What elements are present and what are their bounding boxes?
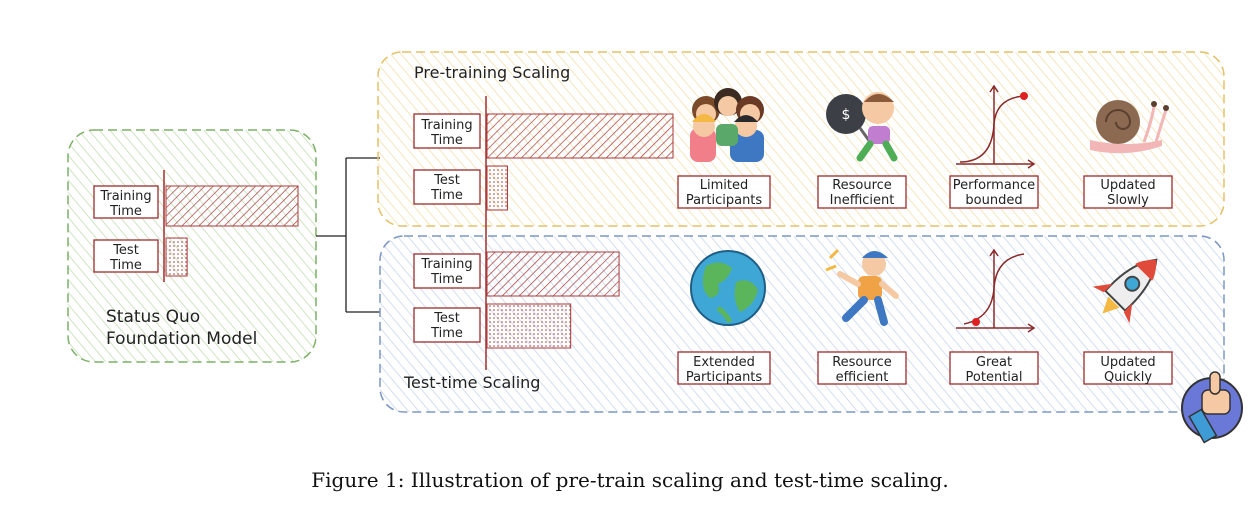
testtime-training-bar	[486, 251, 620, 297]
testtime-test-bar	[486, 303, 572, 349]
pretraining-feature-label: Performance bounded	[949, 175, 1039, 209]
label-line: Potential	[966, 370, 1023, 385]
label-line: Resource	[832, 178, 892, 193]
pretraining-title: Pre-training Scaling	[414, 63, 570, 82]
label-line: Quickly	[1104, 370, 1152, 385]
pretraining-training-label: Training Time	[413, 113, 481, 149]
status-quo-title-line1: Status Quo	[106, 307, 200, 327]
testtime-panel: Test-time Scaling Training Time Test Tim…	[379, 235, 1225, 413]
ball-and-chain-icon: $	[826, 92, 898, 162]
status-quo-panel: Training Time Test Time Status Quo Found…	[67, 129, 317, 363]
label-line: Participants	[686, 193, 763, 208]
label-line: Time	[109, 204, 142, 219]
testtime-feature-label: Extended Participants	[677, 351, 771, 385]
figure-caption: Figure 1: Illustration of pre-train scal…	[311, 468, 949, 492]
label-line: Test	[433, 173, 460, 188]
rising-curve-icon	[956, 248, 1036, 333]
label-line: Slowly	[1107, 193, 1149, 208]
status-quo-test-label: Test Time	[93, 239, 159, 273]
label-line: Updated	[1100, 178, 1155, 193]
pretraining-test-bar	[486, 165, 508, 211]
label-line: Time	[109, 258, 142, 273]
status-quo-test-bar	[165, 237, 188, 277]
label-line: Test	[112, 243, 139, 258]
label-line: Participants	[686, 370, 763, 385]
thumbs-up-icon	[1181, 371, 1243, 444]
label-line: Great	[976, 355, 1012, 370]
label-line: bounded	[965, 193, 1022, 208]
label-line: Extended	[693, 355, 755, 370]
label-line: Updated	[1100, 355, 1155, 370]
testtime-feature-label: Updated Quickly	[1083, 351, 1173, 385]
label-line: Resource	[832, 355, 892, 370]
label-line: Limited	[700, 178, 748, 193]
label-line: Time	[430, 326, 463, 341]
status-quo-training-bar	[165, 185, 299, 227]
testtime-feature-label: Great Potential	[949, 351, 1039, 385]
rocket-icon	[1092, 258, 1158, 324]
pretraining-feature-label: Updated Slowly	[1083, 175, 1173, 209]
testtime-test-label: Test Time	[413, 307, 481, 343]
globe-icon	[690, 250, 766, 326]
status-quo-training-label: Training Time	[93, 185, 159, 219]
label-line: efficient	[836, 370, 889, 385]
label-line: Training	[420, 118, 472, 133]
label-line: Training	[99, 189, 151, 204]
label-line: Test	[433, 311, 460, 326]
pretraining-test-label: Test Time	[413, 169, 481, 205]
bracket-connector	[316, 157, 380, 313]
testtime-feature-label: Resource efficient	[817, 351, 907, 385]
label-line: Performance	[953, 178, 1035, 193]
label-line: Inefficient	[830, 193, 895, 208]
testtime-title: Test-time Scaling	[403, 373, 540, 392]
runner-icon	[825, 248, 899, 326]
pretraining-training-bar	[486, 113, 674, 159]
pretraining-feature-label: Limited Participants	[677, 175, 771, 209]
crowd-icon	[690, 88, 764, 162]
testtime-training-label: Training Time	[413, 253, 481, 289]
label-line: Time	[430, 272, 463, 287]
label-line: Time	[430, 188, 463, 203]
plateau-curve-icon	[956, 84, 1036, 169]
snail-icon	[1090, 100, 1169, 154]
status-quo-title-line2: Foundation Model	[106, 329, 257, 349]
label-line: Time	[430, 133, 463, 148]
pretraining-feature-label: Resource Inefficient	[817, 175, 907, 209]
svg-text:$: $	[842, 107, 851, 123]
label-line: Training	[420, 257, 472, 272]
